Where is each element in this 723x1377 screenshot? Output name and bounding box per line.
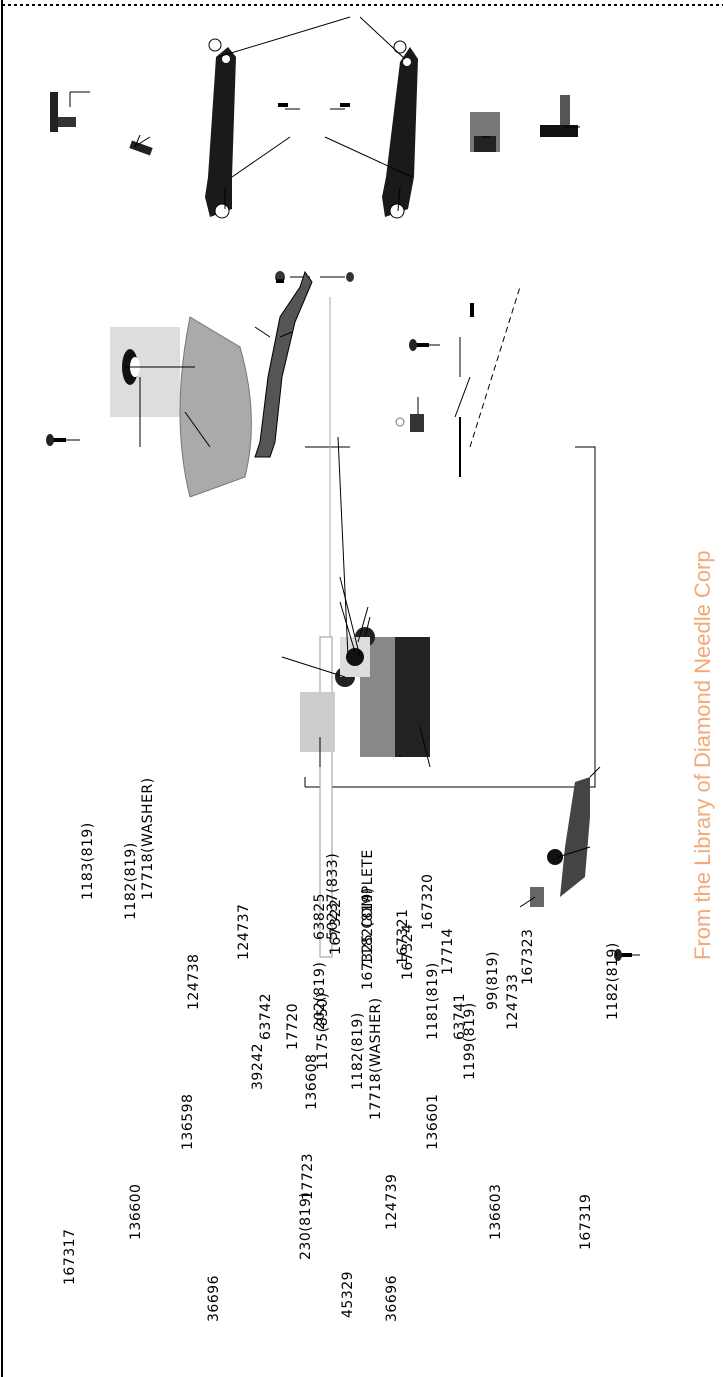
part-167324-shape [395, 414, 424, 432]
label-1181: 1181(819) [425, 962, 441, 1040]
label-167319: 167319 [578, 1193, 594, 1250]
part-39242-shield [179, 316, 252, 498]
part-1181-shape [409, 339, 429, 351]
part-136608-lever [254, 270, 313, 458]
part-167321-frame [304, 446, 596, 788]
label-1182-a: 1182(819) [123, 842, 139, 920]
part-124733-toe [547, 777, 590, 897]
part-136603-shape [470, 112, 500, 152]
leaders-middle [66, 326, 461, 448]
label-36696-bottom: 36696 [384, 1274, 400, 1322]
label-99: 99(819) [485, 951, 501, 1010]
part-136601-shape [382, 47, 418, 219]
label-124737: 124737 [236, 903, 252, 960]
label-39242: 39242 [250, 1042, 266, 1090]
label-63825: 63825 [312, 892, 328, 940]
leaders-right [281, 344, 640, 956]
label-124733: 124733 [505, 973, 521, 1030]
part-167317-shape [50, 92, 76, 132]
part-1183-shape [46, 434, 66, 446]
label-136600: 136600 [128, 1183, 144, 1240]
label-167320: 167320 [420, 873, 436, 930]
part-167320-body [335, 627, 430, 757]
label-136608: 136608 [304, 1053, 320, 1110]
label-1183: 1183(819) [80, 822, 96, 900]
part-167322-foot [300, 692, 335, 752]
label-1182-b: 1182(819) [350, 1012, 366, 1090]
part-1182-d-shape [614, 949, 632, 961]
part-230-shape [278, 103, 350, 107]
part-1199-shape [470, 303, 474, 317]
label-1182-d: 1182(819) [605, 942, 621, 1020]
part-50237-slot [340, 637, 370, 677]
label-45329: 45329 [340, 1270, 356, 1318]
part-136598-shape [205, 47, 236, 219]
label-124738: 124738 [186, 953, 202, 1010]
label-17718-a: 17718(WASHER) [140, 777, 156, 900]
label-136601: 136601 [425, 1093, 441, 1150]
label-136603: 136603 [488, 1183, 504, 1240]
label-1199: 1199(819) [462, 1002, 478, 1080]
label-167321: 167321 [395, 908, 411, 965]
label-36696-top: 36696 [206, 1274, 222, 1322]
part-36696-shapes [208, 38, 407, 54]
label-167317: 167317 [62, 1228, 78, 1285]
label-230: 230(819) [298, 1191, 314, 1260]
label-1182-c: 1182(819) [360, 887, 376, 965]
label-124739: 124739 [384, 1173, 400, 1230]
label-17714: 17714 [440, 927, 456, 975]
label-136598: 136598 [180, 1093, 196, 1150]
label-167323: 167323 [520, 928, 536, 985]
part-167323-shape [530, 887, 544, 907]
label-202: 202(819) [312, 961, 328, 1030]
label-17720: 17720 [285, 1002, 301, 1050]
leaders-left [70, 16, 580, 278]
part-124738-block [110, 327, 180, 417]
part-167319-shape [540, 95, 578, 137]
watermark-text: From the Library of Diamond Needle Corp [690, 550, 715, 960]
label-17718-b: 17718(WASHER) [368, 997, 384, 1120]
part-1175-shape [275, 271, 354, 283]
part-136600-shape [129, 134, 153, 156]
label-167322: 167322 [328, 898, 344, 955]
label-63742: 63742 [258, 992, 274, 1040]
part-63741-plate [454, 286, 521, 477]
